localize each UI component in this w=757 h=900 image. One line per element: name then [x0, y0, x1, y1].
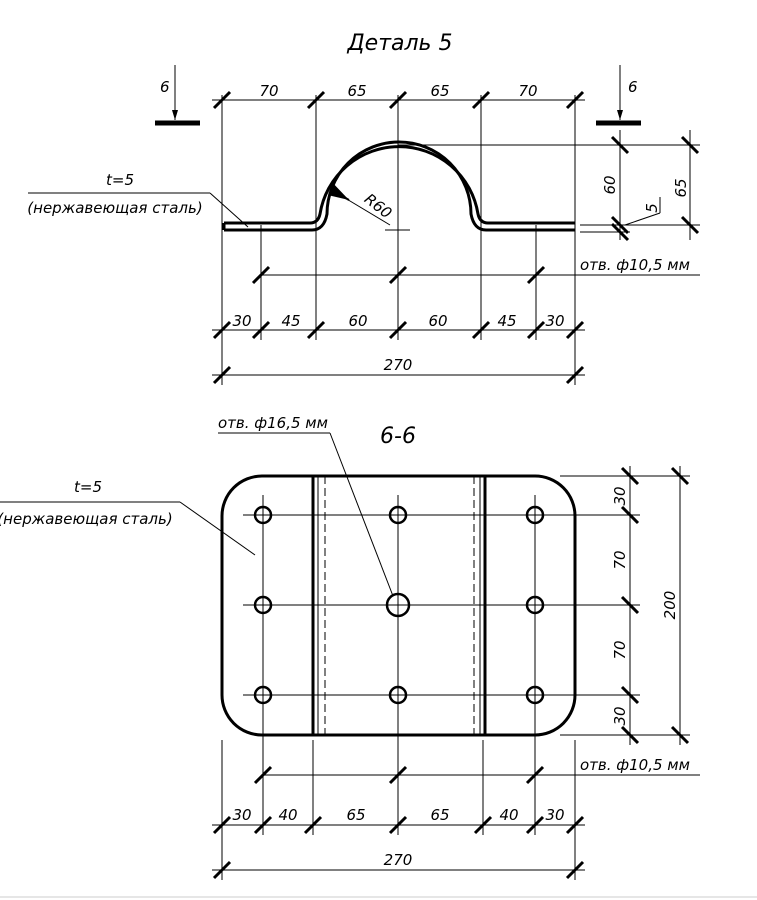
svg-text:40: 40 [278, 806, 297, 824]
section-mark-left: 6 [155, 65, 200, 126]
material-callout-top: t=5 (нержавеющая сталь) [27, 171, 249, 228]
plan-ticks [212, 466, 690, 880]
svg-text:70: 70 [611, 640, 629, 659]
bent-plate-profile [222, 140, 575, 232]
svg-text:270: 270 [384, 851, 413, 869]
top-view-ticks [212, 90, 700, 385]
svg-text:(нержавеющая сталь): (нержавеющая сталь) [0, 510, 173, 528]
svg-text:t=5: t=5 [106, 171, 134, 189]
svg-text:65: 65 [346, 806, 365, 824]
svg-text:6: 6 [628, 78, 638, 96]
svg-text:200: 200 [661, 591, 679, 620]
hole-callout: отв. ф10,5 мм [580, 756, 690, 774]
svg-text:270: 270 [384, 356, 413, 374]
svg-text:30: 30 [232, 806, 251, 824]
svg-text:70: 70 [259, 82, 278, 100]
material-callout-plan: t=5 (нержавеющая сталь) [0, 478, 256, 556]
svg-text:60: 60 [428, 312, 447, 330]
svg-text:45: 45 [281, 312, 300, 330]
svg-text:t=5: t=5 [74, 478, 102, 496]
plan-centerlines [212, 432, 700, 880]
svg-text:6: 6 [160, 78, 170, 96]
section-mark-right: 6 [596, 65, 641, 126]
large-hole-callout: отв. ф16,5 мм [218, 414, 328, 432]
svg-text:(нержавеющая сталь): (нержавеющая сталь) [27, 199, 202, 217]
svg-text:30: 30 [611, 706, 629, 725]
plan-dimension-labels: 30 70 70 30 200 отв. ф10,5 мм отв. ф16,5… [218, 414, 690, 869]
svg-text:65: 65 [430, 82, 449, 100]
radius-label: R60 [361, 190, 395, 222]
svg-text:65: 65 [672, 178, 690, 197]
svg-text:30: 30 [545, 806, 564, 824]
svg-text:40: 40 [499, 806, 518, 824]
svg-text:30: 30 [611, 486, 629, 505]
svg-text:45: 45 [497, 312, 516, 330]
svg-text:70: 70 [518, 82, 537, 100]
svg-text:70: 70 [611, 550, 629, 569]
svg-text:30: 30 [232, 312, 251, 330]
svg-text:65: 65 [430, 806, 449, 824]
hole-callout: отв. ф10,5 мм [580, 256, 690, 274]
drawing-title: Деталь 5 [346, 31, 452, 56]
section-title: 6-6 [380, 424, 416, 449]
svg-text:60: 60 [601, 175, 619, 194]
svg-text:60: 60 [348, 312, 367, 330]
svg-text:5: 5 [643, 203, 661, 213]
svg-text:30: 30 [545, 312, 564, 330]
svg-text:65: 65 [347, 82, 366, 100]
